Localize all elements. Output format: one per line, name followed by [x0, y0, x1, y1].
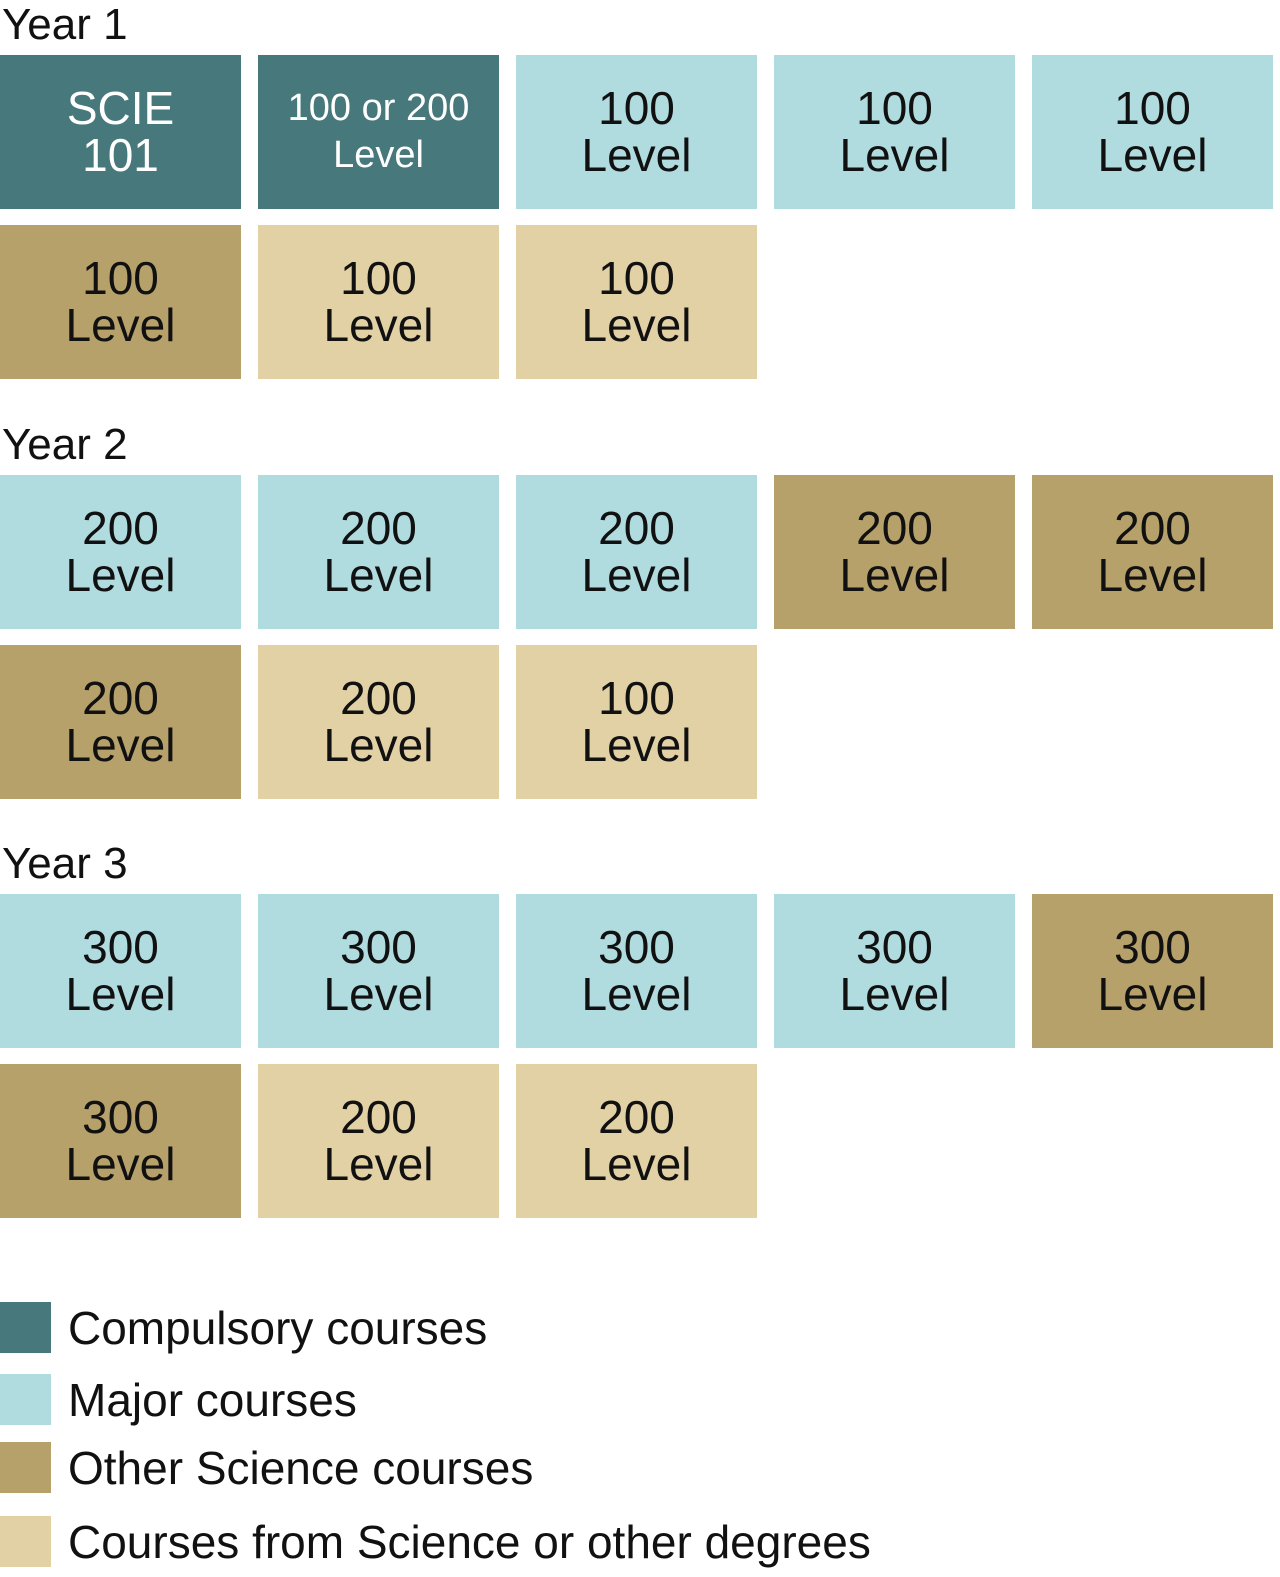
course-level-number: 100	[598, 252, 675, 304]
course-level-text: Level	[1097, 968, 1208, 1020]
course-level-text: Level	[581, 968, 692, 1020]
course-level-text: Level	[65, 549, 176, 601]
course-level-text: Level	[323, 1138, 434, 1190]
course-level-number: 300	[82, 921, 159, 973]
course-level-text: Level	[839, 549, 950, 601]
course-level-number: 100	[1114, 82, 1191, 134]
course-level-number: 100	[598, 672, 675, 724]
course-level-text: Level	[333, 134, 424, 176]
course-level-number: 100 or 200	[287, 87, 470, 129]
course-level-text: Level	[65, 299, 176, 351]
course-level-text: Level	[323, 968, 434, 1020]
course-level-number: 200	[82, 502, 159, 554]
course-level-number: 300	[340, 921, 417, 973]
legend-item-other: Courses from Science or other degrees	[0, 1516, 871, 1567]
legend-swatch-science	[0, 1442, 51, 1493]
course-level-number: 100	[340, 252, 417, 304]
legend-swatch-other	[0, 1516, 51, 1567]
course-level-text: Level	[323, 719, 434, 771]
course-level-text: Level	[581, 299, 692, 351]
course-level-number: 200	[1114, 502, 1191, 554]
course-level-text: Level	[323, 549, 434, 601]
year-label: Year 2	[2, 420, 128, 469]
legend-swatch-compulsory	[0, 1302, 51, 1353]
course-level-number: 200	[340, 1091, 417, 1143]
course-level-number: 100	[598, 82, 675, 134]
legend-label: Courses from Science or other degrees	[68, 1515, 871, 1568]
legend-label: Other Science courses	[68, 1441, 534, 1494]
course-level-text: Level	[1097, 129, 1208, 181]
course-level-number: 100	[856, 82, 933, 134]
legend-swatch-major	[0, 1374, 51, 1425]
course-level-number: 200	[340, 672, 417, 724]
course-level-text: Level	[65, 968, 176, 1020]
legend-item-science: Other Science courses	[0, 1442, 533, 1493]
course-level-text: Level	[581, 1138, 692, 1190]
year-label: Year 3	[2, 839, 128, 888]
course-level-text: Level	[839, 129, 950, 181]
course-level-number: 200	[598, 1091, 675, 1143]
course-level-text: 101	[82, 129, 159, 181]
course-level-number: 300	[82, 1091, 159, 1143]
course-level-number: 200	[598, 502, 675, 554]
course-level-number: 100	[82, 252, 159, 304]
legend-label: Compulsory courses	[68, 1301, 488, 1354]
year-label: Year 1	[2, 0, 128, 49]
course-level-number: 200	[856, 502, 933, 554]
course-level-number: 200	[82, 672, 159, 724]
course-level-number: SCIE	[66, 82, 175, 134]
course-level-number: 300	[598, 921, 675, 973]
course-level-text: Level	[581, 129, 692, 181]
legend-item-major: Major courses	[0, 1374, 357, 1425]
course-level-text: Level	[323, 299, 434, 351]
legend-label: Major courses	[68, 1373, 357, 1426]
legend-item-compulsory: Compulsory courses	[0, 1302, 487, 1353]
course-level-text: Level	[581, 719, 692, 771]
course-level-number: 200	[340, 502, 417, 554]
course-level-text: Level	[1097, 549, 1208, 601]
course-level-text: Level	[839, 968, 950, 1020]
course-level-number: 300	[1114, 921, 1191, 973]
course-level-text: Level	[581, 549, 692, 601]
course-level-text: Level	[65, 719, 176, 771]
course-level-text: Level	[65, 1138, 176, 1190]
course-level-number: 300	[856, 921, 933, 973]
